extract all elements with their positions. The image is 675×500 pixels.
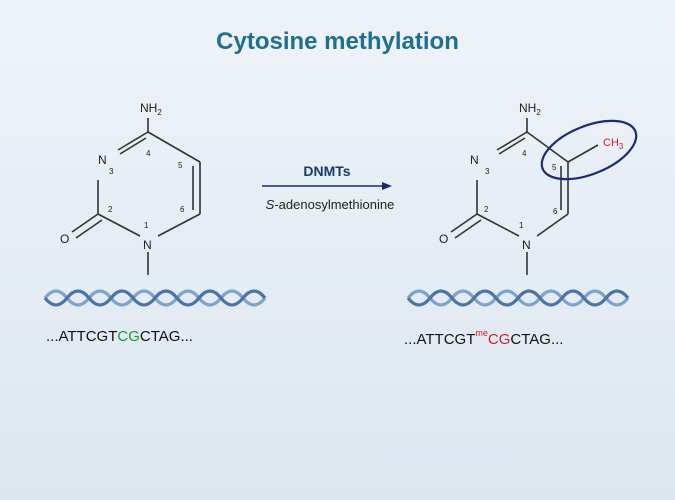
cg-site-methylated: CG bbox=[487, 331, 511, 348]
cofactor-name: -adenosylmethionine bbox=[274, 197, 395, 212]
bond-c4-n3 bbox=[117, 131, 149, 151]
bond-c2-o-double bbox=[454, 219, 482, 239]
ring-number-1: 1 bbox=[144, 221, 149, 230]
sequence-methylated: ...ATTCGTmeCGCTAG... bbox=[404, 328, 563, 348]
oxygen-label: O bbox=[439, 232, 448, 246]
slide-title: Cytosine methylation bbox=[216, 28, 459, 55]
sequence-suffix: CTAG... bbox=[510, 331, 564, 348]
bond-c2-o bbox=[450, 213, 478, 233]
bond-c4-c5 bbox=[147, 131, 201, 163]
dna-helix-right bbox=[406, 289, 630, 307]
n3-label: N bbox=[470, 153, 479, 167]
ring-number-6: 6 bbox=[180, 205, 185, 214]
ring-number-3: 3 bbox=[485, 167, 490, 176]
methylcytosine-structure bbox=[450, 118, 599, 275]
bond-c2-o-double bbox=[75, 219, 103, 239]
cytosine-labels: NH2 N O N 1 2 3 4 5 6 bbox=[60, 101, 185, 252]
methyl-label: CH3 bbox=[603, 137, 624, 151]
n1-label: N bbox=[522, 238, 531, 252]
ring-number-2: 2 bbox=[108, 205, 113, 214]
oxygen-label: O bbox=[60, 232, 69, 246]
ring-number-6: 6 bbox=[553, 207, 558, 216]
sequence-unmethylated: ...ATTCGTCGCTAG... bbox=[46, 328, 193, 345]
n3-label: N bbox=[98, 153, 107, 167]
nh2-label: NH2 bbox=[140, 101, 162, 117]
reaction-arrow bbox=[262, 182, 392, 190]
bond-c4-n3-double bbox=[119, 137, 147, 155]
methyl-mark: me bbox=[475, 328, 488, 338]
ring-number-5: 5 bbox=[552, 163, 557, 172]
cytosine-structure bbox=[71, 118, 201, 275]
bond-c6-n1 bbox=[157, 213, 201, 237]
methylcytosine-labels: NH2 N O N CH3 1 2 3 4 5 6 bbox=[439, 101, 624, 252]
ring-number-2: 2 bbox=[484, 205, 489, 214]
enzyme-label: DNMTs bbox=[303, 163, 351, 179]
bond-c5-ch3 bbox=[567, 144, 599, 163]
nh2-label: NH2 bbox=[519, 101, 541, 117]
dna-helix-left bbox=[43, 289, 267, 307]
bond-n1-c2 bbox=[97, 213, 141, 237]
cofactor-prefix: S bbox=[265, 197, 275, 212]
bond-c4-n3 bbox=[496, 131, 528, 151]
n1-label: N bbox=[143, 238, 152, 252]
bond-c4-n3-double bbox=[498, 137, 526, 155]
bond-c2-o bbox=[71, 213, 99, 233]
sequence-suffix: CTAG... bbox=[139, 328, 193, 345]
ring-number-4: 4 bbox=[146, 149, 151, 158]
cg-site: CG bbox=[117, 328, 140, 345]
cofactor-label: S-adenosylmethionine bbox=[240, 197, 420, 212]
sequence-prefix: ...ATTCGT bbox=[404, 331, 476, 348]
methyl-highlight-ellipse bbox=[540, 119, 638, 181]
sequence-prefix: ...ATTCGT bbox=[46, 328, 118, 345]
bond-n1-c2 bbox=[476, 213, 520, 237]
bond-c4-c5 bbox=[526, 131, 569, 163]
ring-number-4: 4 bbox=[522, 149, 527, 158]
ring-number-1: 1 bbox=[519, 221, 524, 230]
ring-number-5: 5 bbox=[178, 161, 183, 170]
ring-number-3: 3 bbox=[109, 167, 114, 176]
bond-c6-n1 bbox=[536, 213, 569, 237]
